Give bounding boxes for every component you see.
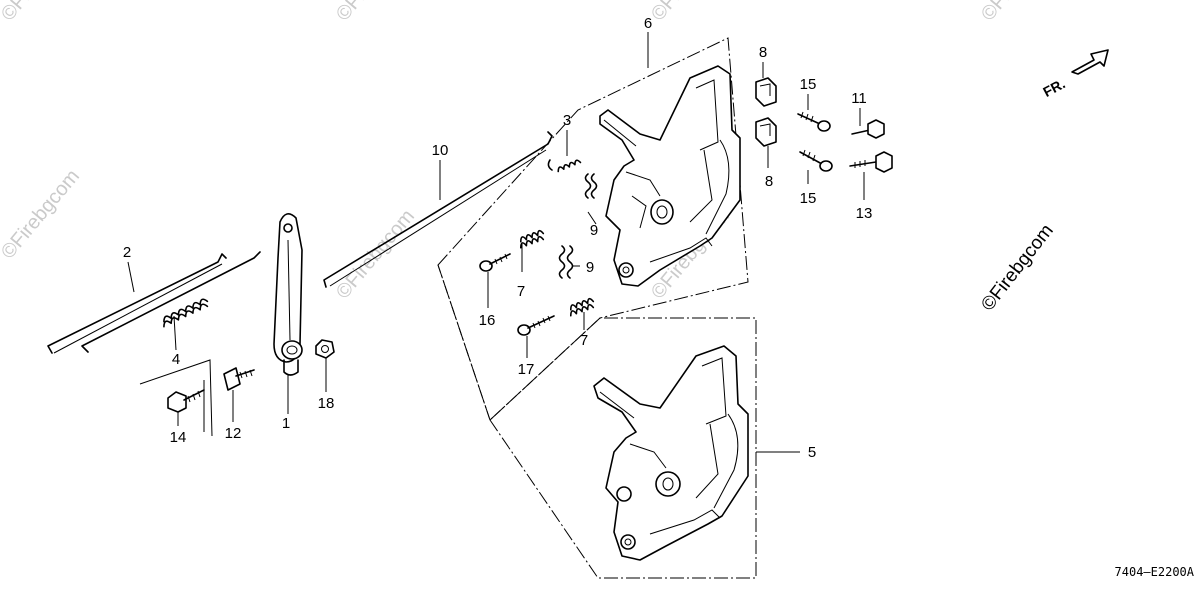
svg-text:©Firebgcom: ©Firebgcom	[647, 0, 734, 25]
assembly-5-outline	[489, 317, 757, 579]
callout-5: 5	[808, 444, 816, 461]
svg-text:©Firebgcom: ©Firebgcom	[977, 0, 1064, 25]
svg-text:©Firebgcom: ©Firebgcom	[332, 205, 419, 303]
part-6-control-base	[599, 65, 741, 287]
callout-7a: 7	[517, 283, 525, 300]
callout-12: 12	[225, 425, 242, 442]
callout-1: 1	[282, 415, 290, 432]
part-5-control-base	[593, 345, 749, 561]
part-4-rod-spring	[81, 251, 261, 353]
callout-6: 6	[644, 15, 652, 32]
front-direction-arrow: FR.	[1040, 49, 1109, 100]
svg-text:©Firebgcom: ©Firebgcom	[0, 165, 84, 263]
part-7-spring-lower	[569, 297, 595, 317]
callout-13: 13	[856, 205, 873, 222]
callout-15a: 15	[800, 76, 817, 93]
callout-8b: 8	[765, 173, 773, 190]
part-9-spring-lower	[558, 245, 574, 279]
diagram-code: 7404–E2200A	[1115, 565, 1195, 579]
leader-lines	[127, 32, 865, 453]
watermark-main: ©Firebgcom	[977, 220, 1057, 315]
callout-7b: 7	[580, 332, 588, 349]
assembly-6-outline	[437, 37, 749, 421]
part-7-spring-upper	[519, 229, 545, 249]
callout-9a: 9	[590, 222, 598, 239]
callout-2: 2	[123, 244, 131, 261]
svg-text:©Firebgcom: ©Firebgcom	[0, 0, 84, 25]
part-3-spring	[547, 159, 582, 173]
callout-3: 3	[563, 112, 571, 129]
spring-4	[163, 298, 209, 328]
callout-14: 14	[170, 429, 187, 446]
part-14-bolt	[167, 389, 205, 413]
watermark-faint: ©Firebgcom ©Firebgcom ©Firebgcom ©Firebg…	[0, 0, 1064, 303]
part-12-bolt	[223, 367, 255, 391]
callout-8a: 8	[759, 44, 767, 61]
part-8-clip-lower	[755, 117, 777, 147]
part-15-screw-lower	[799, 149, 833, 172]
callout-labels: 1 2 3 4 5 6 7 7 8 8 9 9 10 11 12 13 14 1…	[123, 15, 873, 461]
callout-4: 4	[172, 351, 180, 368]
part-9-spring-upper	[584, 173, 598, 199]
callout-18: 18	[318, 395, 335, 412]
part-15-screw-upper	[797, 111, 831, 132]
callout-9b: 9	[586, 259, 594, 276]
part-8-clip-upper	[755, 77, 777, 107]
part-2-rod	[47, 253, 227, 354]
callout-11: 11	[851, 90, 867, 107]
svg-text:©Firebgcom: ©Firebgcom	[332, 0, 419, 25]
part-17-screw	[517, 315, 555, 336]
callout-15b: 15	[800, 190, 817, 207]
part-11-bolt	[851, 119, 885, 139]
callout-17: 17	[518, 361, 535, 378]
part-18-nut	[315, 339, 335, 359]
callout-16: 16	[479, 312, 496, 329]
part-1-lever	[273, 213, 303, 376]
part-16-screw	[479, 253, 511, 272]
part-10-rod	[323, 131, 553, 288]
callout-10: 10	[432, 142, 449, 159]
fr-label: FR.	[1040, 75, 1067, 100]
part-13-bolt	[849, 151, 893, 173]
